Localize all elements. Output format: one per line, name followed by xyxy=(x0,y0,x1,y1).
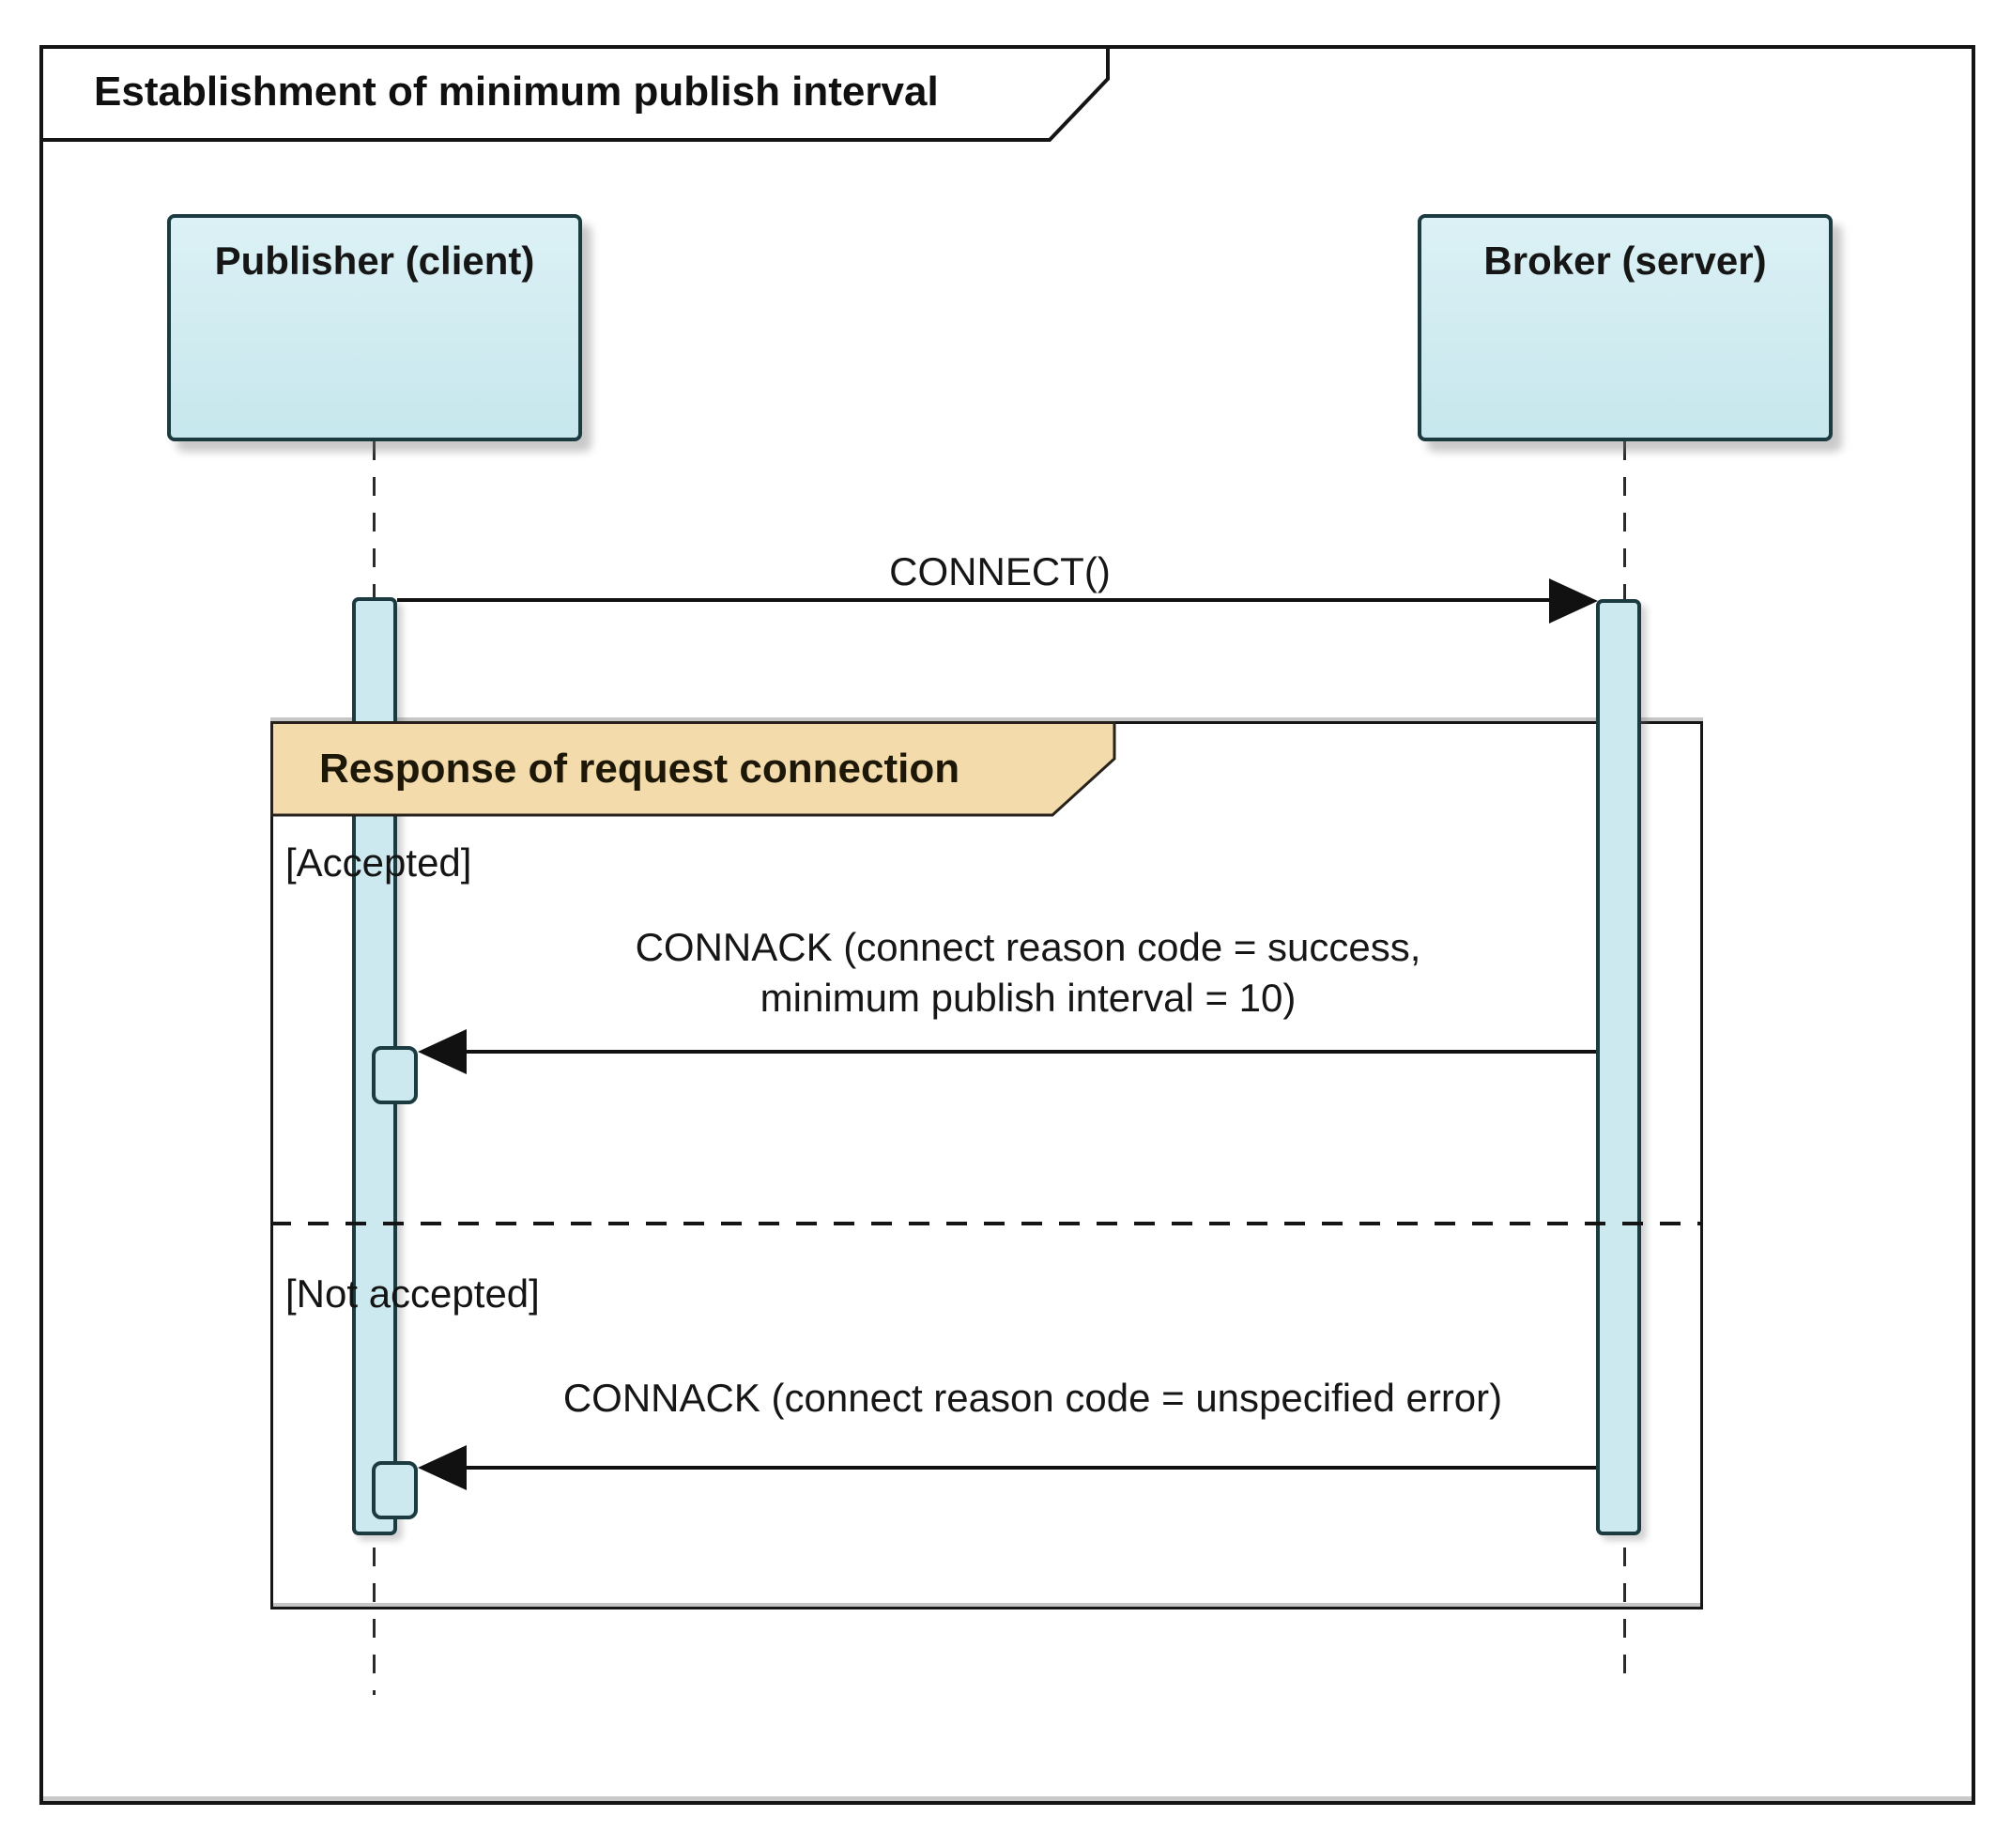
broker-actor-label: Broker (server) xyxy=(1483,239,1767,283)
guard-not-accepted: [Not accepted] xyxy=(285,1271,540,1316)
alt-fragment-label-tab xyxy=(270,721,1116,817)
connack-error-message-line xyxy=(467,1466,1596,1470)
guard-accepted: [Accepted] xyxy=(285,840,472,885)
diagram-title-tab xyxy=(39,45,1110,142)
publisher-actor-box: Publisher (client) xyxy=(167,214,582,441)
broker-activation-bar xyxy=(1596,599,1641,1535)
alt-operand-divider xyxy=(270,1222,1703,1225)
connack-success-message-label: CONNACK (connect reason code = success, … xyxy=(559,922,1497,1024)
connack-success-message-line xyxy=(467,1050,1596,1054)
publisher-nested-activation-2 xyxy=(372,1461,418,1519)
arrowhead-left-icon xyxy=(418,1029,467,1074)
connack-error-message-label: CONNACK (connect reason code = unspecifi… xyxy=(562,1376,1503,1420)
diagram-title: Establishment of minimum publish interva… xyxy=(94,69,939,115)
connack-success-line2: minimum publish interval = 10) xyxy=(760,976,1297,1020)
alt-fragment-label: Response of request connection xyxy=(319,746,960,792)
arrowhead-right-icon xyxy=(1549,578,1598,624)
publisher-nested-activation-1 xyxy=(372,1046,418,1104)
arrowhead-left-icon xyxy=(418,1445,467,1490)
connack-success-line1: CONNACK (connect reason code = success, xyxy=(635,925,1421,969)
connect-message-label: CONNECT() xyxy=(889,549,1111,593)
connect-message-line xyxy=(397,598,1551,602)
broker-actor-box: Broker (server) xyxy=(1418,214,1833,441)
alt-fragment-frame xyxy=(270,721,1703,1609)
publisher-actor-label: Publisher (client) xyxy=(214,239,535,283)
